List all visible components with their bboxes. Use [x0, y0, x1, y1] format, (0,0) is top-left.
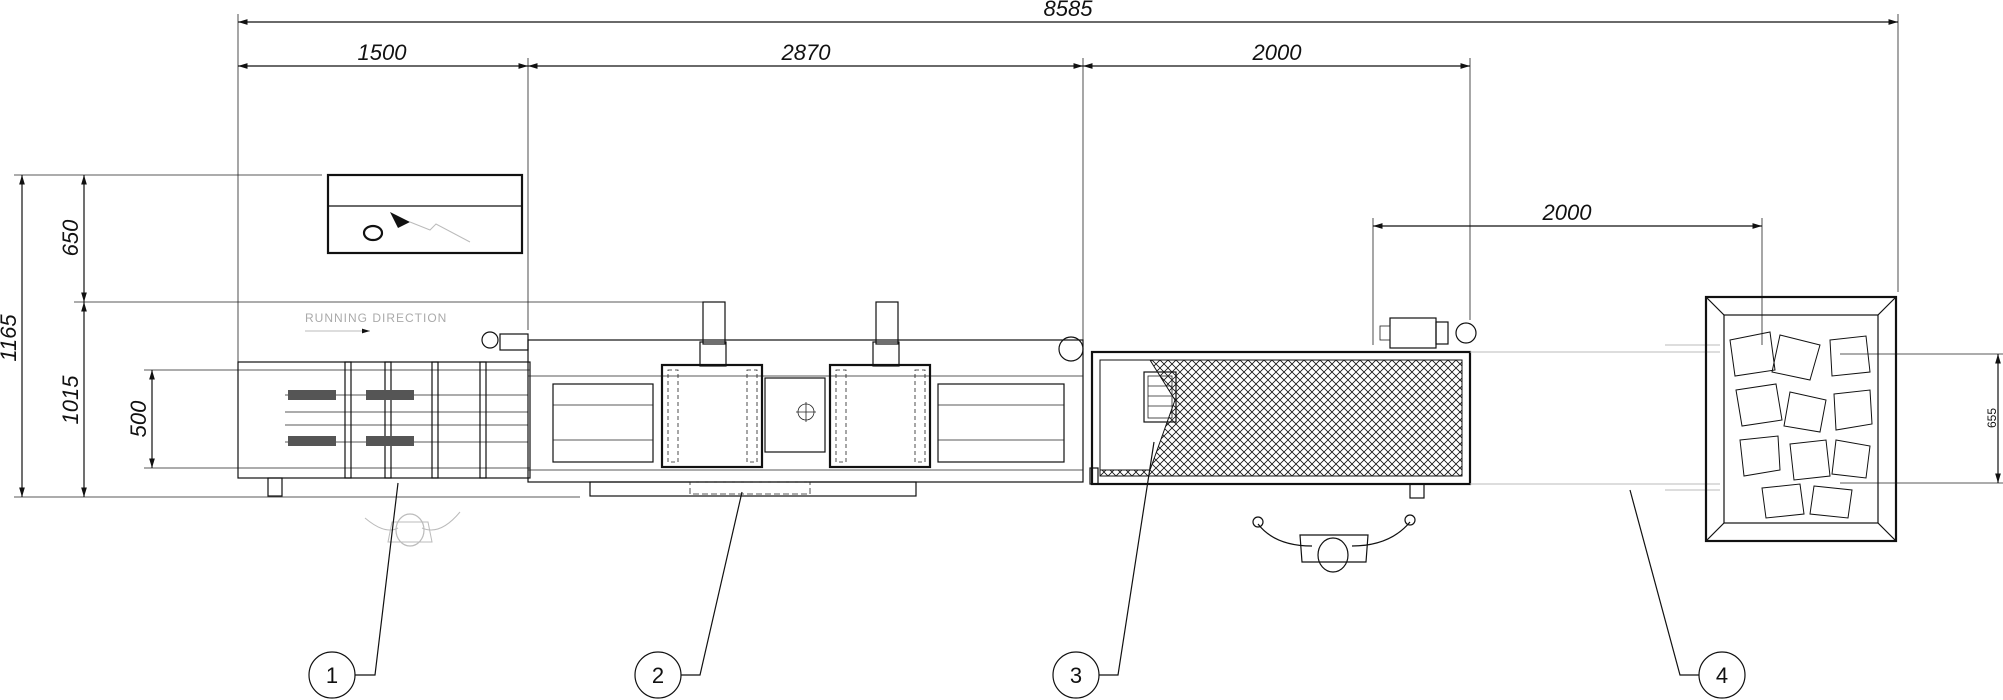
operator-figure-right	[1252, 514, 1416, 573]
dim-label-1015: 1015	[58, 375, 83, 425]
processing-machines	[527, 301, 1084, 497]
callout-4: 4	[1629, 489, 1746, 699]
dim-label-2000-top: 2000	[1252, 40, 1303, 65]
callout-label-3: 3	[1070, 663, 1082, 688]
callout-1: 1	[308, 482, 399, 699]
callout-label-2: 2	[652, 663, 664, 688]
dim-label-650: 650	[58, 219, 83, 256]
dimension-output-length: 2000	[1372, 200, 1763, 345]
callout-2: 2	[634, 491, 743, 699]
operator-figure-left	[364, 511, 461, 547]
dim-label-1165: 1165	[0, 314, 21, 362]
dim-label-1500: 1500	[358, 40, 408, 65]
infeed-conveyor	[237, 331, 531, 497]
callout-label-1: 1	[326, 663, 338, 688]
dimension-vertical: 1165 650 1015 500	[0, 174, 720, 498]
dimension-bin-width: 655	[1840, 353, 2003, 484]
dim-label-655: 655	[1985, 408, 1999, 428]
dimension-overall-length: 8585	[237, 0, 1899, 380]
running-direction-indicator: RUNNING DIRECTION	[305, 311, 447, 334]
callout-3: 3	[1052, 441, 1155, 699]
dim-label-8585: 8585	[1044, 0, 1094, 21]
callout-label-4: 4	[1716, 663, 1728, 688]
outfeed-conveyor	[1470, 344, 1720, 491]
dim-label-2870: 2870	[781, 40, 832, 65]
dim-label-2000-lower: 2000	[1542, 200, 1593, 225]
running-direction-label: RUNNING DIRECTION	[305, 311, 447, 325]
control-cabinet	[326, 173, 524, 255]
dim-label-500: 500	[126, 400, 151, 437]
dimension-sections: 1500 2870 2000	[238, 40, 1471, 340]
collection-bin	[1704, 295, 1898, 543]
guarded-conveyor	[1089, 317, 1477, 499]
